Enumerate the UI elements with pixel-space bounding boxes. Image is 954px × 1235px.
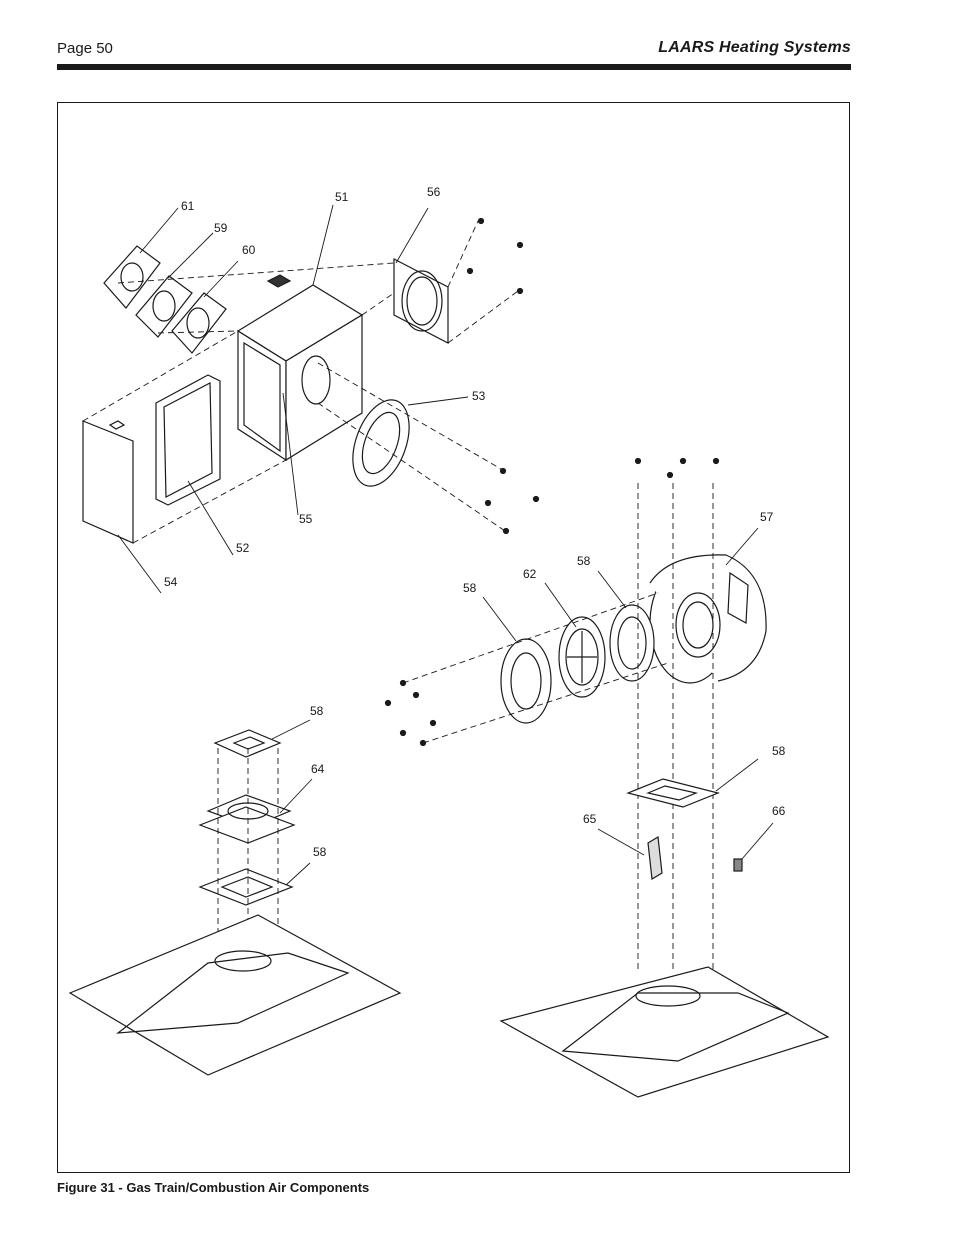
callout-57: 57 xyxy=(760,510,774,524)
screws-right xyxy=(384,457,720,747)
blower-57 xyxy=(649,554,767,684)
figure-caption: Figure 31 - Gas Train/Combustion Air Com… xyxy=(57,1180,370,1195)
callout-62: 62 xyxy=(523,567,537,581)
callout-51: 51 xyxy=(335,190,349,204)
base-pan-left xyxy=(68,914,402,1076)
callout-61: 61 xyxy=(181,199,195,213)
callout-53: 53 xyxy=(472,389,486,403)
filter-plate-60 xyxy=(171,292,227,354)
screws-upper xyxy=(466,217,540,535)
gasket-58-top-left xyxy=(213,729,282,758)
flange-56 xyxy=(393,258,449,344)
page-number: Page 50 xyxy=(57,40,113,57)
callout-64: 64 xyxy=(311,762,325,776)
access-door-52 xyxy=(155,374,221,506)
callout-55: 55 xyxy=(299,512,313,526)
callout-58-e: 58 xyxy=(772,744,786,758)
gasket-58-left xyxy=(500,638,552,724)
exploded-parts-diagram: 61 59 60 51 56 53 55 52 54 57 58 62 58 5… xyxy=(68,185,830,1098)
gasket-58-right xyxy=(609,604,655,682)
base-pan-right xyxy=(499,966,830,1098)
plug-66 xyxy=(733,858,743,872)
adapter-64 xyxy=(198,794,296,844)
header-rule xyxy=(57,64,851,70)
front-cover-54 xyxy=(82,420,134,544)
gasket-61 xyxy=(103,245,161,309)
callout-65: 65 xyxy=(583,812,597,826)
callout-58-a: 58 xyxy=(577,554,591,568)
brand-title: LAARS Heating Systems xyxy=(658,39,851,56)
callout-56: 56 xyxy=(427,185,441,199)
gasket-58-bottom-left xyxy=(198,868,294,906)
orifice-plate-62 xyxy=(558,616,606,698)
callout-60: 60 xyxy=(242,243,256,257)
callout-58-d: 58 xyxy=(313,845,327,859)
air-box-51 xyxy=(236,274,364,462)
callout-66: 66 xyxy=(772,804,786,818)
ring-gasket-53 xyxy=(352,399,410,487)
gasket-58-square-right xyxy=(626,778,720,808)
figure-frame: 61 59 60 51 56 53 55 52 54 57 58 62 58 5… xyxy=(57,102,850,1173)
callout-52: 52 xyxy=(236,541,250,555)
callout-54: 54 xyxy=(164,575,178,589)
valve-65 xyxy=(647,836,663,880)
gasket-59 xyxy=(135,275,193,338)
callout-59: 59 xyxy=(214,221,228,235)
callout-58-c: 58 xyxy=(310,704,324,718)
callout-58-b: 58 xyxy=(463,581,477,595)
